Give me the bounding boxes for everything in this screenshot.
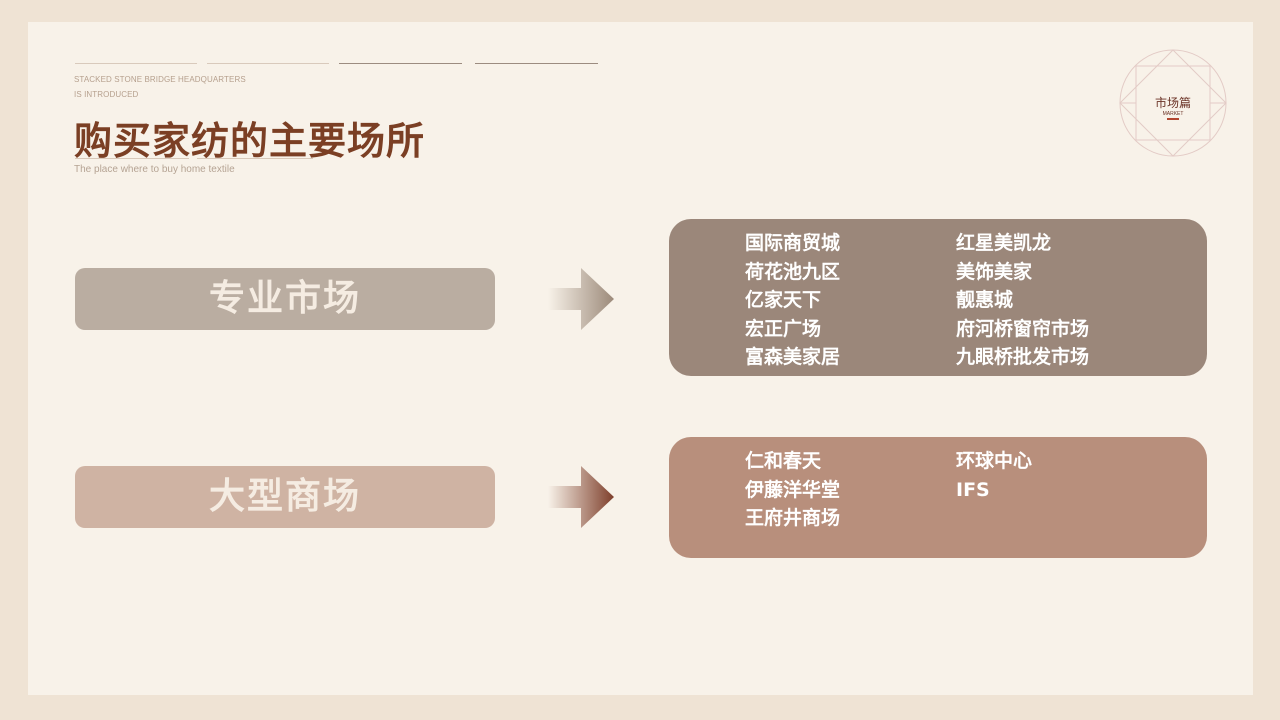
list-item: 富森美家居 bbox=[745, 346, 841, 368]
top-rule-1 bbox=[75, 63, 197, 64]
list-item: 亿家天下 bbox=[745, 289, 822, 311]
title-underline-1 bbox=[75, 158, 189, 159]
list-item: 荷花池九区 bbox=[745, 260, 841, 283]
page-subtitle: The place where to buy home textile bbox=[74, 164, 235, 175]
arrow-right-icon bbox=[548, 268, 614, 330]
market-list-box-professional: 国际商贸城 荷花池九区 亿家天下 宏正广场 富森美家居 红星美凯龙 美饰美家 靓… bbox=[669, 219, 1207, 376]
market-list-box-mall: 仁和春天 伊藤洋华堂 王府井商场 环球中心 IFS bbox=[669, 437, 1207, 558]
top-rule-4 bbox=[475, 63, 598, 64]
list-item: 仁和春天 bbox=[745, 450, 822, 472]
list-item: 王府井商场 bbox=[745, 507, 841, 529]
category-label-large-mall: 大型商场 bbox=[75, 466, 495, 528]
list-item: 国际商贸城 bbox=[745, 232, 841, 254]
list-item: 靓惠城 bbox=[956, 289, 1014, 311]
badge-subtitle: MARKET bbox=[1163, 111, 1184, 117]
list-item: 红星美凯龙 bbox=[956, 232, 1052, 254]
badge-geometric-emblem: 市场篇 MARKET bbox=[1119, 49, 1227, 157]
list-item: 府河桥窗帘市场 bbox=[956, 317, 1090, 340]
list-item: 宏正广场 bbox=[745, 317, 822, 340]
market-list-column-2: 环球中心 IFS bbox=[956, 447, 1032, 504]
badge-title: 市场篇 bbox=[1155, 95, 1191, 110]
page-title: 购买家纺的主要场所 bbox=[74, 119, 426, 163]
arrow-right-icon bbox=[548, 466, 614, 528]
market-list-column-1: 国际商贸城 荷花池九区 亿家天下 宏正广场 富森美家居 bbox=[745, 229, 840, 372]
market-badge: 市场篇 MARKET bbox=[1117, 47, 1229, 159]
list-item: 伊藤洋华堂 bbox=[745, 478, 841, 501]
list-item: IFS bbox=[956, 478, 990, 501]
list-item: 美饰美家 bbox=[956, 260, 1033, 283]
title-underline-2 bbox=[197, 158, 313, 159]
list-item: 环球中心 bbox=[956, 450, 1033, 472]
top-rule-2 bbox=[207, 63, 329, 64]
eyebrow-line-1: STACKED STONE BRIDGE HEADQUARTERS bbox=[74, 75, 246, 84]
list-item: 九眼桥批发市场 bbox=[956, 346, 1090, 368]
top-rule-3 bbox=[339, 63, 462, 64]
category-label-professional-market: 专业市场 bbox=[75, 268, 495, 330]
eyebrow-line-2: IS INTRODUCED bbox=[74, 90, 139, 99]
market-list-column-1: 仁和春天 伊藤洋华堂 王府井商场 bbox=[745, 447, 840, 533]
market-list-column-2: 红星美凯龙 美饰美家 靓惠城 府河桥窗帘市场 九眼桥批发市场 bbox=[956, 229, 1089, 372]
